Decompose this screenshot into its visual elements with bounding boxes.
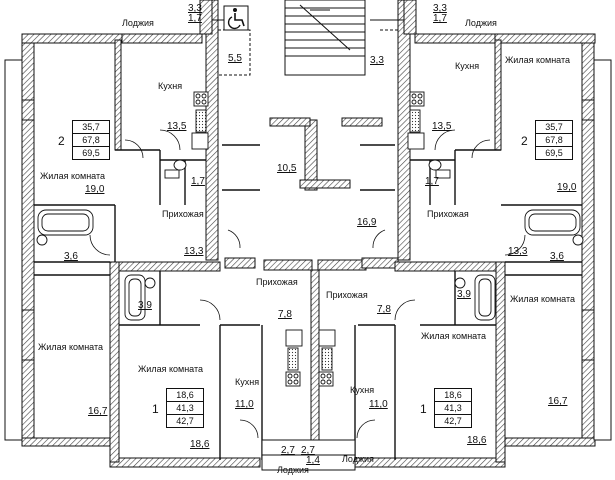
apartment-area-table: 35,7 67,8 69,5 — [535, 120, 573, 160]
room-label-kitchen: Кухня — [235, 377, 260, 387]
room-label-living: Жилая комната — [505, 55, 571, 65]
room-label-hall: Прихожая — [326, 290, 368, 300]
area-value: 1,4 — [306, 455, 320, 466]
wheelchair-icon — [223, 5, 249, 31]
area-value: 7,8 — [377, 304, 391, 315]
room-label-hall: Прихожая — [256, 277, 298, 287]
area-value: 11,0 — [235, 399, 254, 410]
area-value: 2,7 — [301, 445, 315, 456]
doors — [89, 129, 526, 439]
apartment-room-count: 2 — [521, 134, 528, 148]
area-value: 3,6 — [550, 251, 564, 262]
interior-walls — [34, 144, 582, 460]
area-value: 3,3 — [370, 55, 384, 66]
total-area-with-loggia: 42,7 — [444, 416, 462, 426]
apartment-area-table: 18,6 41,3 42,7 — [434, 388, 472, 428]
apartment-room-count: 1 — [152, 402, 159, 416]
area-value: 1,7 — [191, 176, 205, 187]
apartment-room-count: 1 — [420, 402, 427, 416]
area-value: 1,7 — [188, 13, 202, 24]
total-area: 41,3 — [167, 402, 203, 415]
area-value: 1,7 — [433, 13, 447, 24]
area-value: 18,6 — [190, 439, 210, 450]
area-value: 13,5 — [432, 121, 452, 132]
area-value: 11,0 — [369, 399, 388, 410]
room-label-lodzhia: Лоджия — [342, 454, 374, 464]
area-value: 3,6 — [64, 251, 78, 262]
living-area: 35,7 — [536, 121, 572, 134]
room-label-living: Жилая комната — [510, 294, 576, 304]
room-label-kitchen: Кухня — [455, 61, 480, 71]
total-area-with-loggia: 69,5 — [82, 148, 100, 158]
room-label-lodzhia: Лоджия — [122, 18, 154, 28]
room-label-kitchen: Кухня — [350, 385, 375, 395]
apartment-room-count: 2 — [58, 134, 65, 148]
area-value: 13,3 — [184, 246, 204, 257]
loggias — [4, 0, 612, 471]
room-label-living: Жилая комната — [38, 342, 104, 352]
fixtures — [36, 91, 584, 387]
total-area-with-loggia: 69,5 — [545, 148, 563, 158]
area-value: 2,7 — [281, 445, 295, 456]
room-label-living: Жилая комната — [421, 331, 487, 341]
area-value: 13,5 — [167, 121, 187, 132]
apartment-area-table: 18,6 41,3 42,7 — [166, 388, 204, 428]
room-label-lodzhia: Лоджия — [465, 18, 497, 28]
total-area-with-loggia: 42,7 — [176, 416, 194, 426]
area-value: 16,7 — [548, 396, 568, 407]
area-value: 3,9 — [138, 300, 152, 311]
area-value: 13,3 — [508, 246, 528, 257]
room-label-kitchen: Кухня — [158, 81, 183, 91]
area-value: 5,5 — [228, 53, 242, 64]
room-label-living: Жилая комната — [40, 171, 106, 181]
area-value: 3,3 — [188, 3, 202, 14]
room-label-hall: Прихожая — [427, 209, 469, 219]
total-area: 41,3 — [435, 402, 471, 415]
area-value: 7,8 — [278, 309, 292, 320]
room-label-living: Жилая комната — [138, 364, 204, 374]
area-value: 3,9 — [457, 289, 471, 300]
area-value: 19,0 — [85, 184, 105, 195]
area-value: 19,0 — [557, 182, 577, 193]
living-area: 35,7 — [73, 121, 109, 134]
total-area: 67,8 — [536, 134, 572, 147]
area-value: 18,6 — [467, 435, 487, 446]
area-value: 10,5 — [277, 163, 297, 174]
area-value: 16,7 — [88, 406, 108, 417]
living-area: 18,6 — [435, 389, 471, 402]
apartment-area-table: 35,7 67,8 69,5 — [72, 120, 110, 160]
area-value: 1,7 — [425, 176, 439, 187]
outer-walls — [21, 0, 596, 468]
living-area: 18,6 — [167, 389, 203, 402]
room-label-hall: Прихожая — [162, 209, 204, 219]
total-area: 67,8 — [73, 134, 109, 147]
area-value: 3,3 — [433, 3, 447, 14]
window-marks — [22, 99, 594, 361]
area-value: 16,9 — [357, 217, 377, 228]
staircase — [218, 0, 398, 76]
room-label-lodzhia: Лоджия — [277, 465, 309, 475]
